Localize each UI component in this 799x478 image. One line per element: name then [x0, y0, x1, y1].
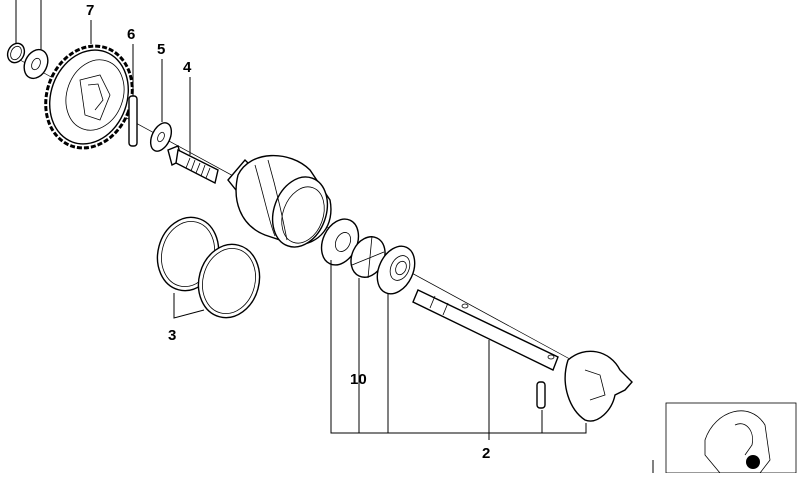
- callout-7: 7: [86, 2, 95, 19]
- callout-6: 6: [127, 26, 136, 43]
- washer-part-5: [149, 59, 173, 152]
- bearing-part: [376, 245, 416, 295]
- callout-5: 5: [157, 41, 166, 58]
- roll-pin-part: [536, 381, 546, 409]
- pin-part-6: [128, 44, 138, 147]
- callout-3: 3: [168, 327, 177, 344]
- location-inset: [652, 402, 797, 474]
- callout-4: 4: [183, 59, 192, 76]
- shaft-part-2: [412, 289, 559, 371]
- washer-part: [23, 48, 49, 80]
- snap-ring-part: [6, 42, 26, 64]
- bolt-part-4: [167, 77, 219, 185]
- impeller-part: [564, 350, 633, 422]
- split-ring-part-10: [350, 235, 386, 279]
- callout-10: 10: [350, 371, 367, 388]
- callout-2: 2: [482, 445, 491, 462]
- o-rings-part-3: [156, 216, 261, 319]
- gear-part-7: [44, 20, 134, 150]
- pump-housing-part: [227, 154, 332, 248]
